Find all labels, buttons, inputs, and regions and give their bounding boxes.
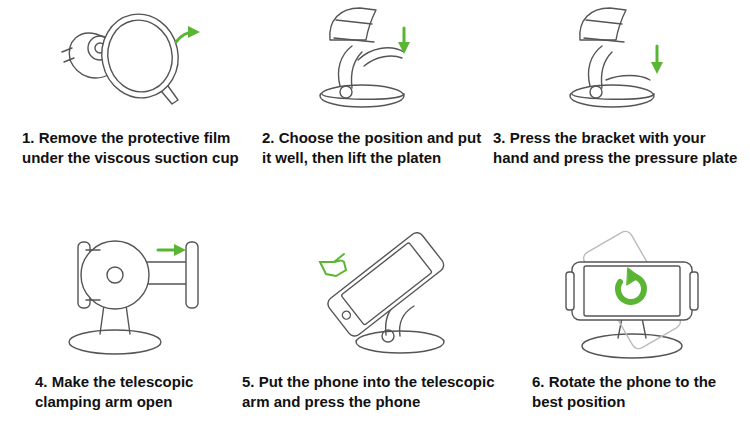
drawing-part xyxy=(322,94,404,99)
drawing-part xyxy=(325,230,446,339)
down-arrow xyxy=(403,28,406,48)
drawing-part xyxy=(582,334,682,358)
drawing-part xyxy=(589,46,603,86)
drawing-part xyxy=(358,48,404,60)
hand-finger xyxy=(334,254,344,262)
drawing-part xyxy=(69,330,161,354)
drawing-part xyxy=(364,56,402,66)
drawing-part xyxy=(400,306,414,336)
phone-rotate-figure xyxy=(566,229,698,358)
drawing-part xyxy=(101,14,179,98)
drawing-part xyxy=(320,85,404,107)
drawing-part xyxy=(325,230,446,339)
step-caption: 6. Rotate the phone to the best position xyxy=(532,372,739,412)
drawing-part xyxy=(572,262,692,320)
drawing-part xyxy=(62,7,698,358)
step-caption: 3. Press the bracket with your hand and … xyxy=(493,128,743,168)
drawing-part xyxy=(572,94,654,99)
drawing-part xyxy=(62,48,74,62)
drawing-part xyxy=(570,85,654,107)
drawing-part xyxy=(94,7,186,105)
drawing-part xyxy=(81,241,149,309)
drawing-part xyxy=(107,267,123,283)
mount-figure xyxy=(570,8,654,107)
drawing-part xyxy=(334,20,374,42)
step-caption: 4. Make the telescopic clamping arm open xyxy=(35,372,217,412)
down-arrow xyxy=(656,46,659,68)
rotate-arrow-head xyxy=(627,268,640,285)
drawing-part xyxy=(340,86,352,98)
drawing-part xyxy=(186,242,198,308)
suction-cup-figure xyxy=(62,7,186,105)
step-caption: 2. Choose the position and put it well, … xyxy=(262,128,487,168)
drawing-part xyxy=(86,250,100,300)
drawing-part xyxy=(590,86,602,98)
step-caption: 1. Remove the protective film under the … xyxy=(22,128,258,168)
phone-insert-figure xyxy=(325,230,446,353)
drawing-part xyxy=(601,52,612,88)
drawing-part xyxy=(341,310,352,321)
drawing-part xyxy=(162,86,178,104)
hand-icon xyxy=(320,260,346,276)
drawing-part xyxy=(606,76,650,81)
drawing-part xyxy=(341,242,432,325)
mount-figure xyxy=(320,8,404,107)
drawing-part xyxy=(584,20,624,42)
right-arrow xyxy=(158,249,180,252)
drawing-part xyxy=(339,46,353,86)
drawing-part xyxy=(382,330,394,342)
drawing-part xyxy=(690,272,698,310)
holder-front-figure xyxy=(69,241,198,354)
curved-arrow xyxy=(176,32,194,42)
step-caption: 5. Put the phone into the telescopic arm… xyxy=(242,372,524,412)
drawing-part xyxy=(566,272,574,310)
drawing-part xyxy=(584,266,680,316)
